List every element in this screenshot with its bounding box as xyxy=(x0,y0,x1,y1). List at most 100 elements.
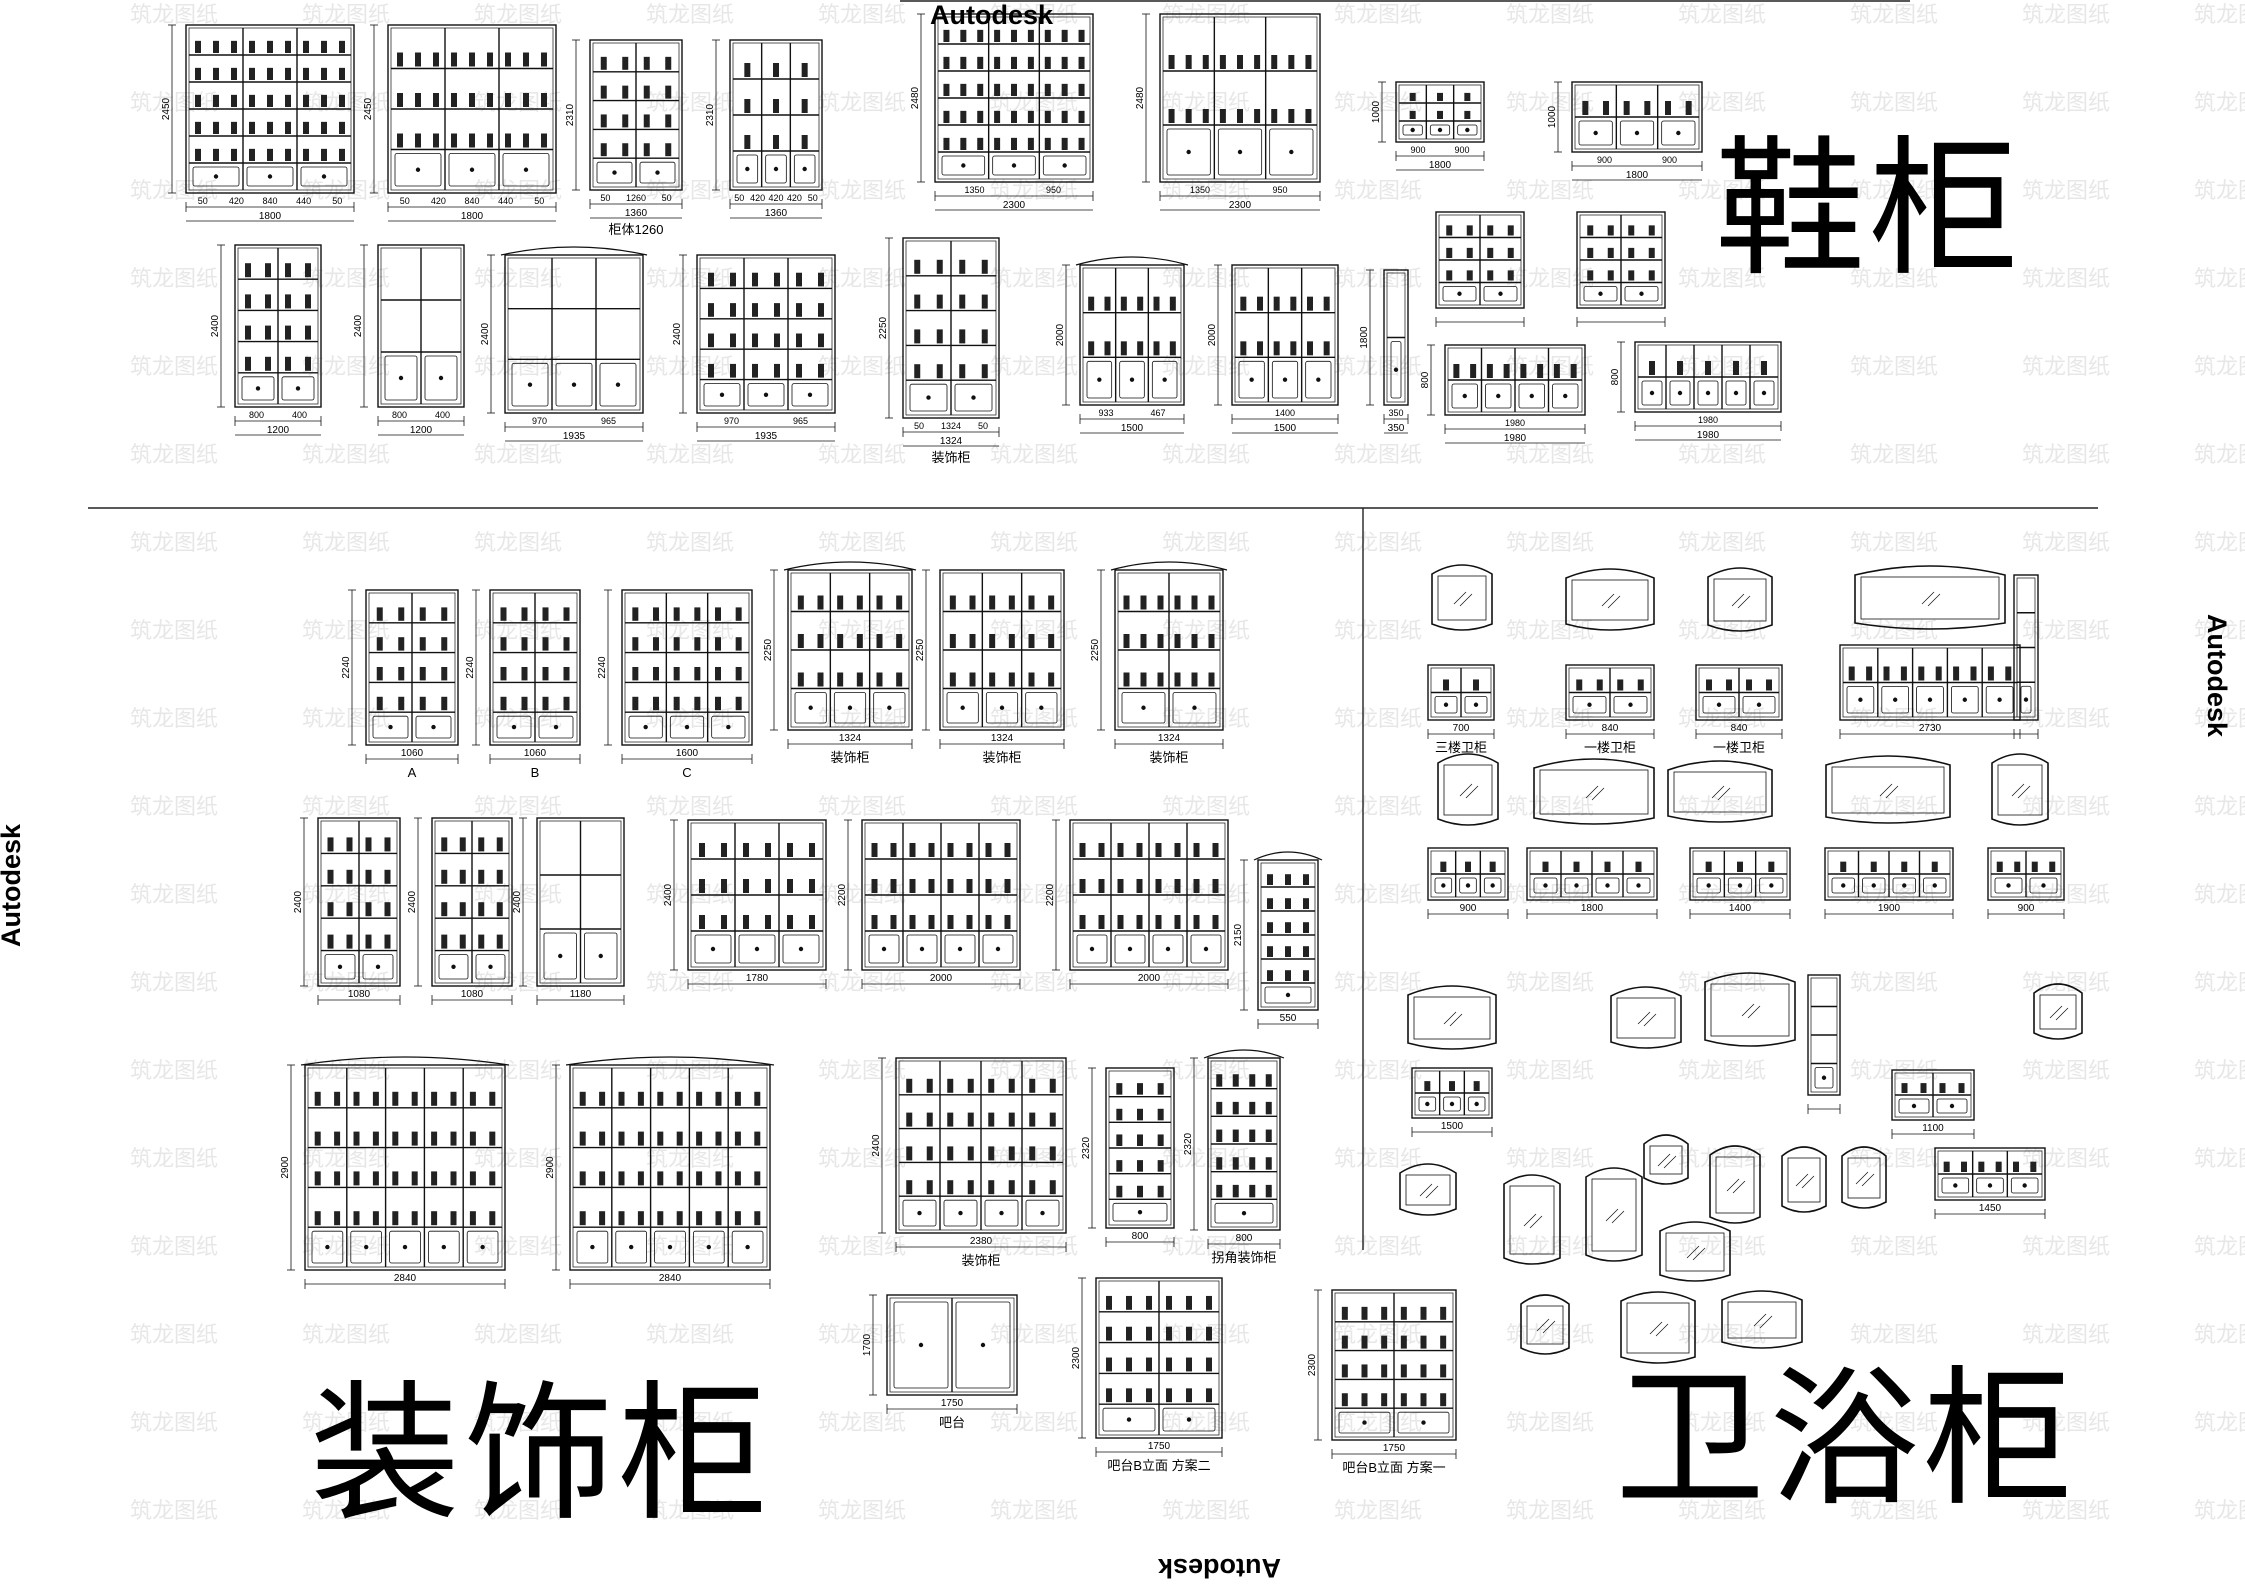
shelf-item xyxy=(1168,109,1175,123)
shelf-item xyxy=(334,1091,341,1106)
drawing-caption: 装饰柜 xyxy=(961,1253,1000,1268)
watermark-text: 筑龙图纸 xyxy=(646,1498,734,1523)
dimension-group xyxy=(1190,1057,1281,1249)
cabinet-outline xyxy=(787,569,913,731)
watermark-text: 筑龙图纸 xyxy=(1506,90,1594,115)
dimension-group xyxy=(1314,1289,1457,1459)
shelf-item xyxy=(637,1211,644,1226)
shelf-item xyxy=(469,133,475,148)
bathroom-vanity-elevation xyxy=(1824,847,1954,901)
door-knob xyxy=(1705,390,1711,396)
door-panel xyxy=(1661,120,1696,146)
watermark-text: 筑龙图纸 xyxy=(1506,442,1594,467)
shelf-item xyxy=(1104,296,1111,311)
shelf-item xyxy=(1216,1157,1223,1170)
watermark-text: 筑龙图纸 xyxy=(1850,266,1938,291)
total-width-label: 840 xyxy=(1731,723,1748,734)
cabinet-outline xyxy=(536,817,625,987)
ornate-mirror xyxy=(2033,983,2083,1040)
width-dimension-label: 50 xyxy=(734,193,744,203)
door-knob xyxy=(402,1244,408,1250)
mirror-glass xyxy=(1665,1232,1725,1272)
door-knob xyxy=(1249,377,1254,382)
shelf-item xyxy=(947,843,954,857)
dimension-group xyxy=(670,819,827,989)
shelf-item xyxy=(1473,1081,1480,1091)
door-knob xyxy=(1636,883,1641,888)
decorative-cabinet-elevation xyxy=(1331,1289,1457,1441)
shelf-item xyxy=(1520,364,1527,378)
shelf-item xyxy=(1008,1180,1015,1195)
shelf-item xyxy=(489,1131,496,1146)
shelf-item xyxy=(285,94,291,107)
shelf-item xyxy=(643,143,650,157)
watermark-text: 筑龙图纸 xyxy=(1678,1234,1766,1259)
shelf-item xyxy=(676,1211,683,1226)
cabinet-crown xyxy=(1203,1049,1285,1059)
mirror-frame xyxy=(1659,1221,1731,1282)
dimension-group xyxy=(770,569,913,749)
mirror-reflection xyxy=(1692,1247,1706,1261)
shelf-item xyxy=(1341,1306,1348,1320)
shelf-item xyxy=(451,52,457,67)
cabinet-outline xyxy=(387,24,557,194)
shelf-item xyxy=(1206,1326,1212,1341)
cabinet-outline xyxy=(934,13,1094,183)
shelf-item xyxy=(1307,296,1313,311)
door-knob xyxy=(255,386,261,391)
watermark-text: 筑龙图纸 xyxy=(1334,354,1422,379)
watermark-text: 筑龙图纸 xyxy=(130,706,218,731)
shelf-item xyxy=(1098,915,1105,929)
shelf-item xyxy=(1464,110,1471,119)
watermark-text: 筑龙图纸 xyxy=(2194,90,2245,115)
shelf-item xyxy=(1596,679,1603,691)
door-panel xyxy=(833,692,867,724)
door-panel xyxy=(415,715,452,739)
door-knob xyxy=(1437,127,1443,133)
watermark-text: 筑龙图纸 xyxy=(990,1234,1078,1259)
width-dimension-label: 420 xyxy=(768,193,783,203)
shelf-item xyxy=(523,52,529,67)
shelf-item xyxy=(1267,946,1273,957)
watermark-text: 筑龙图纸 xyxy=(818,530,906,555)
shelf-item xyxy=(1649,361,1655,375)
shelf-item xyxy=(754,1131,761,1146)
ornate-mirror xyxy=(1431,564,1493,631)
dimension-group xyxy=(1142,13,1321,211)
shelf-item xyxy=(796,303,802,317)
width-dimension-label: 50 xyxy=(400,196,410,206)
shelf-item xyxy=(321,94,327,107)
shelf-item xyxy=(1507,225,1514,236)
shelf-item xyxy=(1866,666,1873,681)
cabinet-outline xyxy=(1231,264,1339,406)
shelf-item xyxy=(1136,915,1143,929)
mirror-reflection xyxy=(1759,1315,1773,1329)
shelf-item xyxy=(1587,247,1594,258)
shelf-item xyxy=(1305,109,1312,123)
shelf-item xyxy=(1265,1157,1272,1170)
autodesk-watermark-right: Autodesk xyxy=(2202,613,2233,738)
shelf-item xyxy=(384,902,391,917)
bathroom-vanity-elevation xyxy=(1565,664,1655,721)
dimension-group xyxy=(1689,909,1791,919)
shelf-item xyxy=(1648,247,1655,258)
watermark-text: 筑龙图纸 xyxy=(646,1410,734,1435)
shelf-item xyxy=(960,29,967,42)
width-dimension-label: 1980 xyxy=(1505,418,1525,428)
shelf-item xyxy=(1008,1112,1015,1127)
shelf-item xyxy=(959,364,966,379)
mirror-reflection xyxy=(1607,595,1621,609)
door-panel xyxy=(694,934,732,964)
shelf-item xyxy=(505,52,511,67)
watermark-text: 筑龙图纸 xyxy=(818,1322,906,1347)
door-knob xyxy=(2023,697,2029,702)
shelf-item xyxy=(441,607,448,621)
mirror-glass xyxy=(1860,576,2000,620)
door-panel xyxy=(985,692,1019,724)
shelf-item xyxy=(1943,1161,1950,1172)
shelf-item xyxy=(1137,1108,1143,1121)
door-panel xyxy=(868,934,900,964)
shelf-item xyxy=(1323,296,1330,311)
door-knob xyxy=(960,705,965,710)
